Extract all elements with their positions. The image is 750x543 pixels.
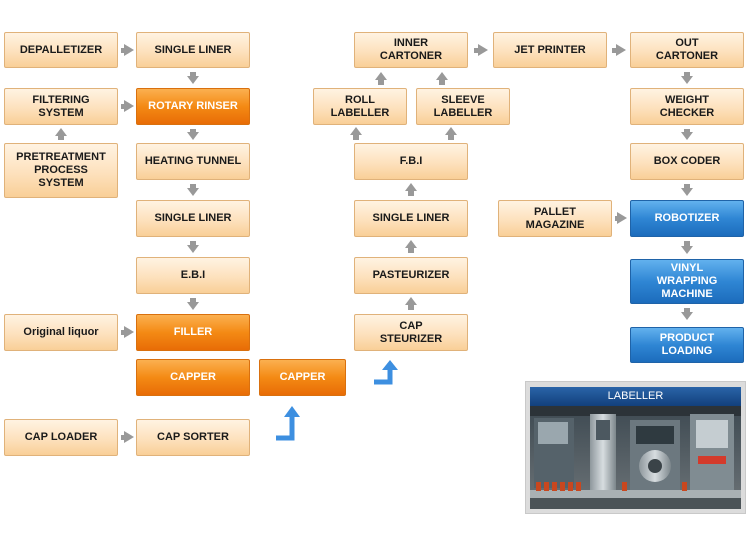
turn-arrow-icon [374,360,398,385]
single-liner-box-3: SINGLE LINER [354,200,468,237]
labeller-photo-title: LABELLER [530,387,741,406]
cap-steurizer-box: CAP STEURIZER [354,314,468,351]
filler-box: FILLER [136,314,250,351]
capper-box-2: CAPPER [259,359,346,396]
ebi-box: E.B.I [136,257,250,294]
single-liner-box-2: SINGLE LINER [136,200,250,237]
turn-arrow-icon [276,406,300,441]
jet-printer-box: JET PRINTER [493,32,607,68]
rotary-rinser-box: ROTARY RINSER [136,88,250,125]
capper-box-1: CAPPER [136,359,250,396]
heating-tunnel-box: HEATING TUNNEL [136,143,250,180]
product-loading-box: PRODUCT LOADING [630,327,744,363]
pretreatment-process-box: PRETREATMENT PROCESS SYSTEM [4,143,118,198]
sleeve-labeller-box: SLEEVE LABELLER [416,88,510,125]
pallet-magazine-box: PALLET MAGAZINE [498,200,612,237]
labeller-photo-panel: LABELLER [525,381,746,514]
original-liquor-box: Original liquor [4,314,118,351]
cap-loader-box: CAP LOADER [4,419,118,456]
cap-sorter-box: CAP SORTER [136,419,250,456]
depalletizer-box: DEPALLETIZER [4,32,118,68]
single-liner-box-1: SINGLE LINER [136,32,250,68]
inner-cartoner-box: INNER CARTONER [354,32,468,68]
box-coder-box: BOX CODER [630,143,744,180]
weight-checker-box: WEIGHT CHECKER [630,88,744,125]
vinyl-wrapping-machine-box: VINYL WRAPPING MACHINE [630,259,744,304]
pasteurizer-box: PASTEURIZER [354,257,468,294]
robotizer-box: ROBOTIZER [630,200,744,237]
filtering-system-box: FILTERING SYSTEM [4,88,118,125]
out-cartoner-box: OUT CARTONER [630,32,744,68]
roll-labeller-box: ROLL LABELLER [313,88,407,125]
fbi-box: F.B.I [354,143,468,180]
labeller-photo [530,406,741,509]
